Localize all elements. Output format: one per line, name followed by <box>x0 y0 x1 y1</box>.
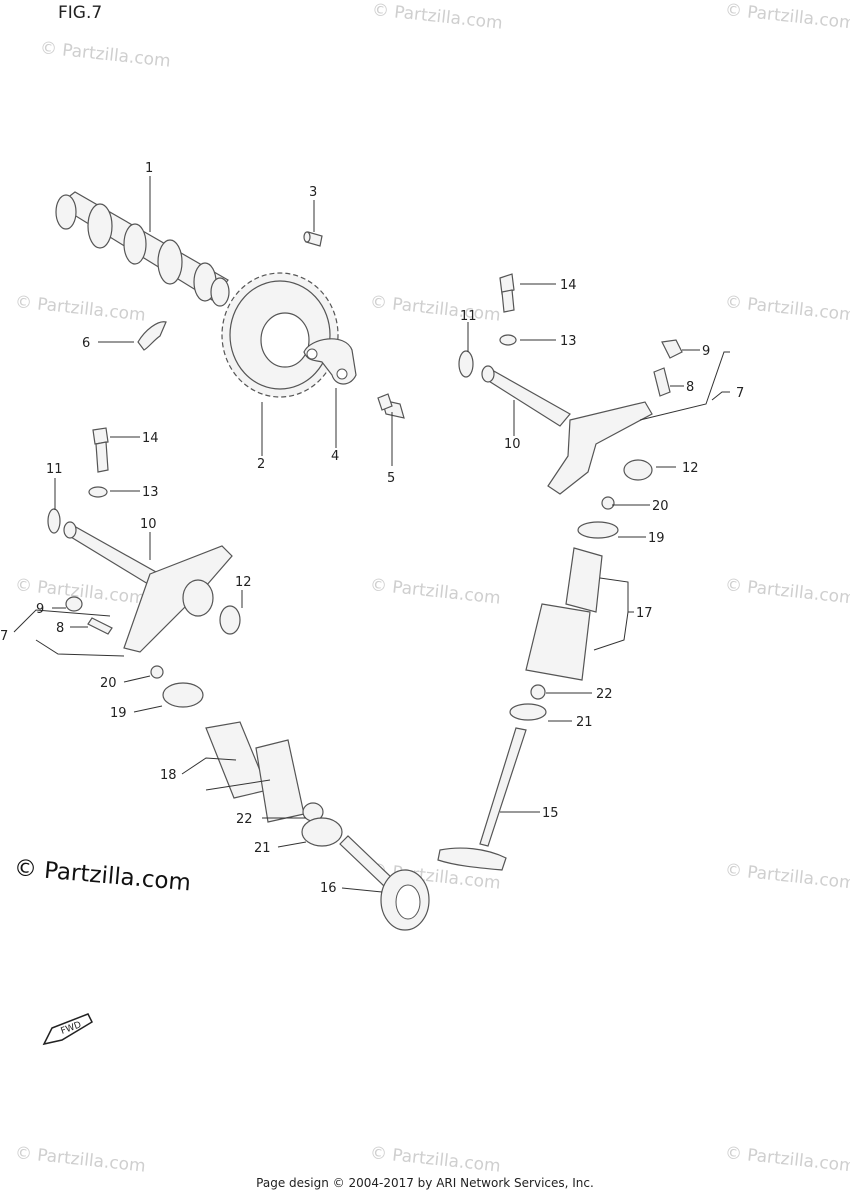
leader-lines <box>13 176 730 893</box>
callout-9-left: 9 <box>36 602 44 617</box>
intake-valve-train[interactable] <box>150 665 430 931</box>
callout-19-left: 19 <box>110 706 127 721</box>
callout-12-right: 12 <box>682 461 699 476</box>
page-footer: Page design © 2004-2017 by ARI Network S… <box>256 1176 594 1190</box>
callout-22-right: 22 <box>596 687 613 702</box>
callout-11-left: 11 <box>46 462 63 477</box>
callout-1: 1 <box>145 161 153 176</box>
callout-12-left: 12 <box>235 575 252 590</box>
callout-16: 16 <box>320 881 337 896</box>
callout-13-left: 13 <box>142 485 159 500</box>
retainer-clip-part[interactable] <box>137 321 167 351</box>
callout-8-right: 8 <box>686 380 694 395</box>
callout-7-left: 7 <box>0 629 8 644</box>
camshaft-part[interactable] <box>55 191 230 307</box>
callout-8-left: 8 <box>56 621 64 636</box>
lock-plate-part[interactable] <box>303 338 357 385</box>
cam-sprocket-part[interactable] <box>221 272 339 398</box>
callout-15: 15 <box>542 806 559 821</box>
callout-18: 18 <box>160 768 177 783</box>
callout-22-left: 22 <box>236 812 253 827</box>
callout-3: 3 <box>309 185 317 200</box>
callout-4: 4 <box>331 449 339 464</box>
callout-7-right: 7 <box>736 386 744 401</box>
callout-19-right: 19 <box>648 531 665 546</box>
figure-title: FIG.7 <box>58 3 103 23</box>
callout-labels: 1 2 3 4 5 6 11 14 13 10 12 9 8 7 20 19 1… <box>0 161 744 896</box>
exhaust-valve-train[interactable] <box>437 496 619 871</box>
callout-17: 17 <box>636 606 653 621</box>
callout-2: 2 <box>257 457 265 472</box>
callout-14-right: 14 <box>560 278 577 293</box>
forward-direction-icon: FWD <box>42 1013 93 1046</box>
callout-13-right: 13 <box>560 334 577 349</box>
callout-14-left: 14 <box>142 431 159 446</box>
callout-5: 5 <box>387 471 395 486</box>
callout-20-left: 20 <box>100 676 117 691</box>
callout-20-right: 20 <box>652 499 669 514</box>
callout-6: 6 <box>82 336 90 351</box>
callout-9-right: 9 <box>702 344 710 359</box>
callout-21-left: 21 <box>254 841 271 856</box>
left-rocker-arm-assembly[interactable] <box>47 427 241 653</box>
right-rocker-arm-assembly[interactable] <box>458 273 683 495</box>
sprocket-bolt-part[interactable] <box>377 393 405 419</box>
dowel-pin-part[interactable] <box>303 231 323 247</box>
callout-11-right: 11 <box>460 309 477 324</box>
callout-10-right: 10 <box>504 437 521 452</box>
callout-10-left: 10 <box>140 517 157 532</box>
callout-21-right: 21 <box>576 715 593 730</box>
